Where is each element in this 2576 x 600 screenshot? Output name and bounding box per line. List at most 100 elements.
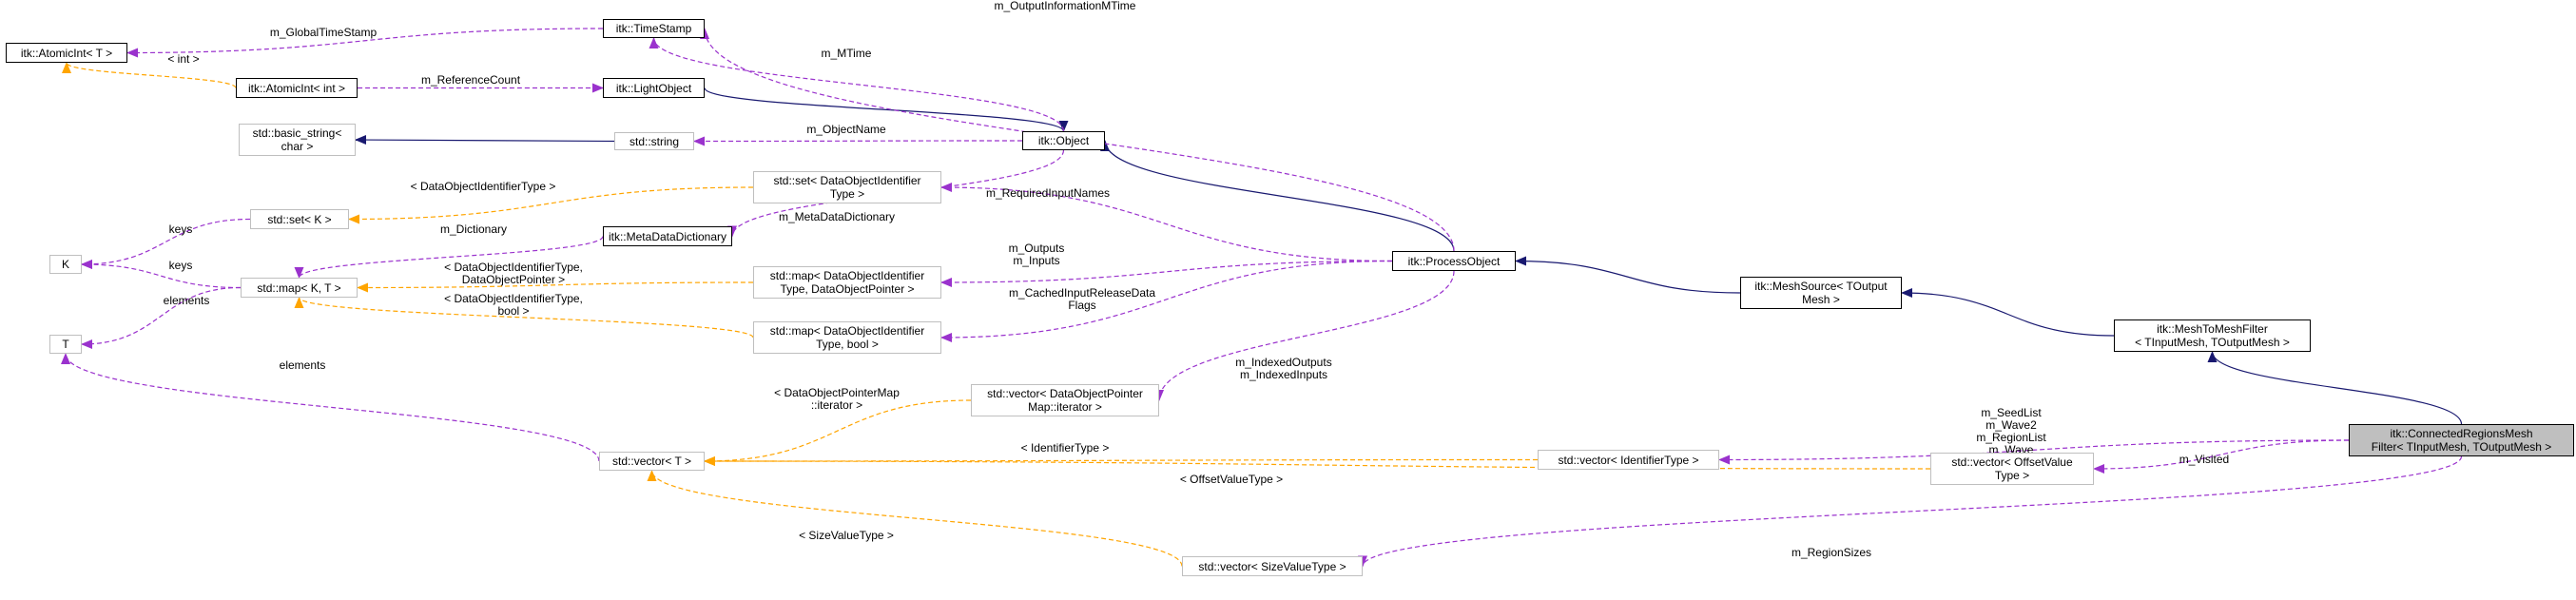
edge-line bbox=[1515, 256, 1741, 294]
edge-line bbox=[81, 260, 242, 289]
class-node-timestamp[interactable]: itk::TimeStamp bbox=[603, 19, 705, 38]
edge-line bbox=[348, 186, 754, 224]
class-node-connected[interactable]: itk::ConnectedRegionsMesh Filter< TInput… bbox=[2349, 424, 2574, 456]
edge-line bbox=[294, 297, 754, 339]
class-node-vectorsize[interactable]: std::vector< SizeValueType > bbox=[1182, 556, 1363, 576]
edge-mapdoibool-to-mapkt: < DataObjectIdentifierType,bool > bbox=[294, 292, 754, 339]
edge-meshsource-to-processobject bbox=[1515, 256, 1741, 294]
class-node-vectordopiter[interactable]: std::vector< DataObjectPointer Map::iter… bbox=[971, 384, 1159, 416]
edge-processobject-to-setdoi: m_RequiredInputNames bbox=[940, 183, 1393, 262]
edge-label: < SizeValueType > bbox=[799, 529, 894, 542]
edge-line bbox=[1718, 439, 2350, 465]
edge-label: < DataObjectPointerMap::iterator > bbox=[774, 386, 900, 412]
edge-label: elements bbox=[280, 358, 326, 372]
edge-line bbox=[649, 37, 1065, 132]
edge-label: < int > bbox=[167, 52, 199, 66]
edge-line bbox=[2207, 351, 2463, 425]
edge-label: m_RegionSizes bbox=[1792, 546, 1871, 559]
edge-line bbox=[940, 260, 1393, 342]
class-node-vectort[interactable]: std::vector< T > bbox=[599, 452, 705, 471]
edge-line bbox=[693, 136, 1023, 146]
class-node-vectoroffset[interactable]: std::vector< OffsetValue Type > bbox=[1930, 453, 2094, 485]
edge-vectorsize-to-vectort: < SizeValueType > bbox=[647, 470, 1183, 567]
class-node-setk[interactable]: std::set< K > bbox=[250, 209, 349, 229]
edge-connected-to-meshtomesh bbox=[2207, 351, 2463, 425]
edge-label: < DataObjectIdentifierType,DataObjectPoi… bbox=[444, 261, 583, 286]
class-node-metadatadict[interactable]: itk::MetaDataDictionary bbox=[603, 226, 732, 246]
edge-line bbox=[1901, 288, 2115, 337]
edge-metadatadict-to-mapkt: m_Dictionary bbox=[294, 223, 604, 279]
class-node-setdoi[interactable]: std::set< DataObjectIdentifier Type > bbox=[753, 171, 941, 203]
edge-line bbox=[294, 236, 604, 279]
edge-setk-to-k: keys bbox=[81, 218, 251, 269]
edge-line bbox=[126, 28, 604, 58]
edge-line bbox=[1100, 140, 1455, 252]
class-node-atomict[interactable]: itk::AtomicInt< T > bbox=[6, 43, 127, 63]
edge-label: m_RequiredInputNames bbox=[986, 186, 1110, 200]
edge-stdstring-to-basicstring bbox=[355, 135, 615, 145]
class-node-lightobject[interactable]: itk::LightObject bbox=[603, 78, 705, 98]
edge-label: elements bbox=[164, 294, 210, 307]
class-node-t[interactable]: T bbox=[49, 335, 82, 354]
edge-label: < IdentifierType > bbox=[1021, 441, 1110, 455]
edge-lightobject-to-object bbox=[704, 87, 1069, 132]
edge-line bbox=[2093, 439, 2350, 474]
edge-label: keys bbox=[169, 259, 193, 272]
edge-line bbox=[81, 286, 242, 349]
edge-label: < OffsetValueType > bbox=[1180, 473, 1283, 486]
class-node-k[interactable]: K bbox=[49, 255, 82, 274]
edge-meshtomesh-to-meshsource bbox=[1901, 288, 2115, 337]
class-node-meshtomesh[interactable]: itk::MeshToMeshFilter < TInputMesh, TOut… bbox=[2114, 319, 2311, 352]
class-node-basicstring[interactable]: std::basic_string< char > bbox=[239, 124, 356, 156]
edge-label: m_MTime bbox=[822, 47, 872, 60]
edge-label: m_OutputInformationMTime bbox=[995, 0, 1136, 12]
edge-label: m_Visited bbox=[2179, 453, 2229, 466]
edge-label: < DataObjectIdentifierType,bool > bbox=[444, 292, 583, 318]
edge-setdoi-to-setk: < DataObjectIdentifierType > bbox=[348, 180, 754, 224]
edge-processobject-to-object bbox=[1100, 140, 1455, 252]
edge-line bbox=[940, 183, 1393, 262]
edge-line bbox=[1358, 455, 2463, 568]
class-node-processobject[interactable]: itk::ProcessObject bbox=[1392, 251, 1516, 271]
class-node-atomicint[interactable]: itk::AtomicInt< int > bbox=[236, 78, 358, 98]
edge-mapkt-to-k: keys bbox=[81, 259, 242, 289]
edge-processobject-to-timestamp: m_OutputInformationMTime bbox=[700, 0, 1455, 252]
edge-vectoroffset-to-vectort: < OffsetValueType > bbox=[704, 456, 1931, 486]
edge-line bbox=[647, 470, 1183, 567]
class-node-object[interactable]: itk::Object bbox=[1022, 131, 1105, 150]
edge-line bbox=[1154, 270, 1455, 401]
edge-line bbox=[357, 281, 754, 293]
edge-object-to-stdstring: m_ObjectName bbox=[693, 123, 1023, 146]
edge-line bbox=[62, 62, 237, 89]
edge-label: m_ObjectName bbox=[806, 123, 886, 136]
edge-line bbox=[700, 28, 1455, 252]
edge-label: < DataObjectIdentifierType > bbox=[411, 180, 556, 193]
edge-connected-to-vectoroffset: m_Visited bbox=[2093, 439, 2350, 474]
class-node-vectorident[interactable]: std::vector< IdentifierType > bbox=[1538, 450, 1719, 470]
edge-connected-to-vectorsize: m_RegionSizes bbox=[1358, 455, 2463, 568]
edge-vectordopiter-to-vectort: < DataObjectPointerMap::iterator > bbox=[704, 386, 972, 466]
edge-timestamp-to-atomict: m_GlobalTimeStamp bbox=[126, 26, 604, 58]
class-node-mapdoiptr[interactable]: std::map< DataObjectIdentifier Type, Dat… bbox=[753, 266, 941, 299]
edge-label: m_GlobalTimeStamp bbox=[270, 26, 378, 39]
edge-vectort-to-t: elements bbox=[61, 353, 600, 462]
edge-line bbox=[704, 399, 972, 466]
edge-line bbox=[704, 455, 1539, 466]
edge-vectorident-to-vectort: < IdentifierType > bbox=[704, 441, 1539, 466]
edge-line bbox=[81, 218, 251, 269]
class-node-meshsource[interactable]: itk::MeshSource< TOutput Mesh > bbox=[1740, 277, 1902, 309]
class-node-mapdoibool[interactable]: std::map< DataObjectIdentifier Type, boo… bbox=[753, 321, 941, 354]
edge-label: m_ReferenceCount bbox=[421, 73, 521, 87]
edge-line bbox=[704, 87, 1069, 132]
edge-atomicint-to-lightobject: m_ReferenceCount bbox=[358, 73, 604, 93]
class-node-stdstring[interactable]: std::string bbox=[614, 132, 694, 150]
edge-line bbox=[61, 353, 600, 462]
class-node-mapkt[interactable]: std::map< K, T > bbox=[241, 278, 358, 298]
